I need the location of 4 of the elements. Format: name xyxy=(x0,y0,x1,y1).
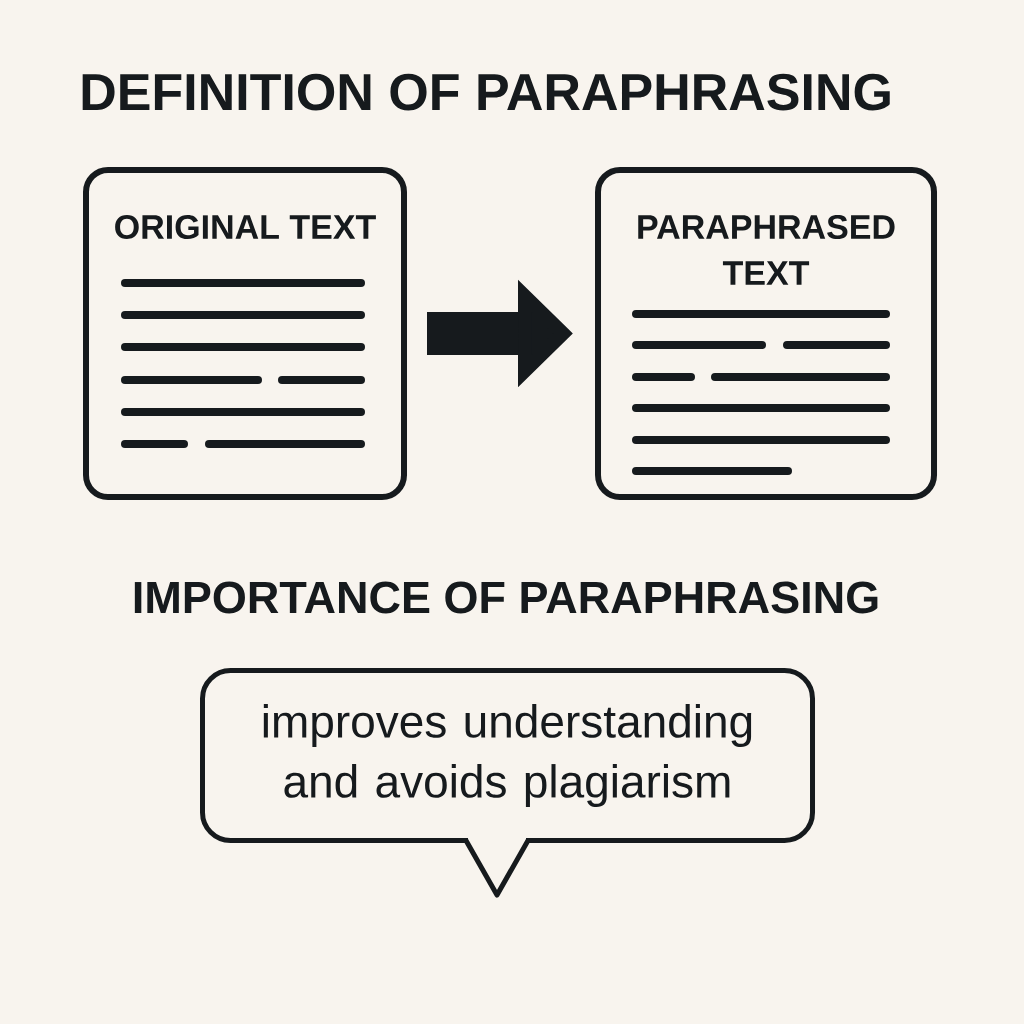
document-box: PARAPHRASED TEXT xyxy=(595,167,937,500)
title: DEFINITION OF PARAPHRASING xyxy=(82,73,890,111)
speech-bubble: improves understanding and avoids plagiarism xyxy=(200,668,815,898)
section-heading: IMPORTANCE OF PARAPHRASING xyxy=(134,581,878,614)
